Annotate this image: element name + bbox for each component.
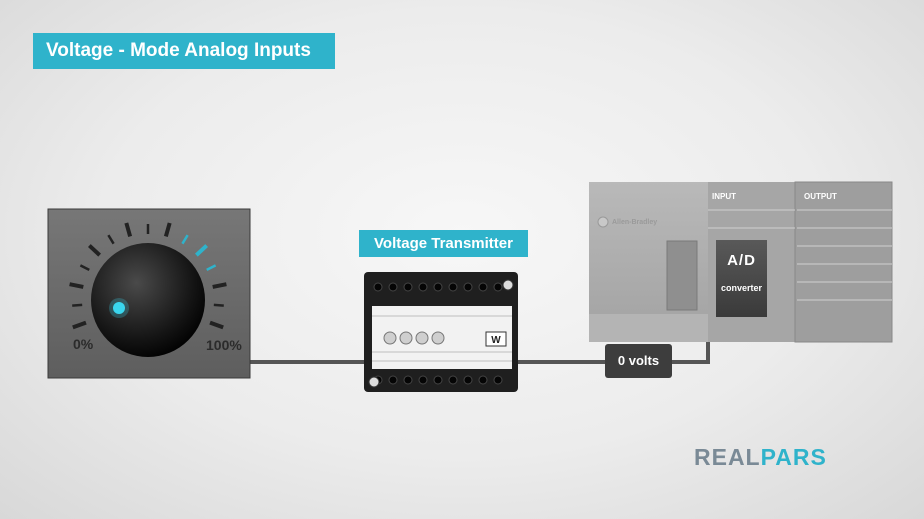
terminal-hole	[448, 282, 458, 292]
terminal-hole	[403, 282, 413, 292]
ad-converter-subtitle: converter	[720, 283, 763, 293]
terminal-hole	[478, 282, 488, 292]
dial-tick	[87, 244, 101, 257]
ad-converter: A/D converter	[716, 240, 767, 317]
plc-brand: Allen-Bradley	[612, 219, 658, 226]
dial-tick	[212, 282, 227, 289]
plc-output-lines	[708, 209, 892, 301]
terminal-hole	[433, 282, 443, 292]
dial-tick	[163, 222, 172, 238]
terminal-hole	[463, 375, 473, 385]
transmitter-label: Voltage Transmitter	[359, 230, 528, 257]
dial-tick	[72, 320, 87, 330]
terminal-row-top	[373, 282, 503, 292]
page-title: Voltage - Mode Analog Inputs	[33, 33, 335, 69]
terminal-hole	[433, 375, 443, 385]
terminal-hole	[493, 375, 503, 385]
dial-tick	[107, 234, 115, 245]
dial-tick	[206, 264, 217, 272]
transmitter-badge: W	[491, 335, 501, 346]
dial-tick	[213, 303, 224, 307]
signal-value-badge: 0 volts	[605, 344, 672, 378]
terminal-row-bottom	[373, 375, 503, 385]
plc-port-slot	[666, 240, 698, 311]
dial-min-label: 0%	[73, 336, 94, 352]
terminal-hole	[493, 282, 503, 292]
terminal-hole	[388, 375, 398, 385]
dial-tick	[195, 244, 209, 257]
terminal-hole	[373, 282, 383, 292]
transmitter-adjust-knobs	[383, 331, 445, 345]
terminal-hole	[463, 282, 473, 292]
terminal-hole	[478, 375, 488, 385]
dial-tick	[72, 303, 83, 307]
screw-bottom-left	[368, 376, 380, 388]
dial-tick	[124, 222, 133, 238]
realpars-logo: REALPARS	[694, 444, 827, 471]
plc-output-module	[794, 181, 893, 343]
dial-tick	[181, 234, 189, 245]
terminal-hole	[388, 282, 398, 292]
terminal-hole	[448, 375, 458, 385]
dial-max-label: 100%	[206, 337, 242, 353]
logo-part1: REAL	[694, 444, 761, 470]
ad-converter-title: A/D	[727, 252, 756, 269]
dial-tick	[69, 282, 84, 289]
logo-part2: PARS	[760, 444, 827, 470]
allen-bradley-logo-icon	[597, 216, 609, 228]
screw-top-right	[502, 279, 514, 291]
dial-tick	[209, 320, 224, 330]
plc-controller	[589, 181, 893, 343]
terminal-hole	[418, 282, 428, 292]
transmitter-badge-box	[485, 331, 507, 347]
plc-output-label: OUTPUT	[804, 192, 837, 201]
dial-indicator-light	[113, 302, 125, 314]
terminal-hole	[403, 375, 413, 385]
voltage-transmitter-device: W	[364, 272, 518, 392]
dial-knob[interactable]	[91, 243, 205, 357]
dial-tick	[79, 264, 90, 272]
dial-ticks	[69, 222, 227, 330]
potentiometer-dial	[47, 208, 251, 379]
terminal-hole	[418, 375, 428, 385]
plc-input-label: INPUT	[712, 192, 736, 201]
